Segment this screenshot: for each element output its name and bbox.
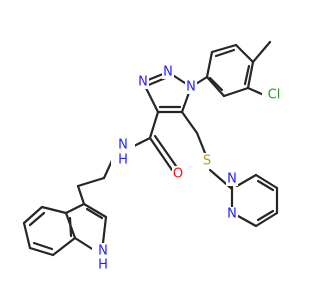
bond-c6-c5 [254, 173, 279, 190]
molecule-structure: N N N Cl S N H O [0, 0, 300, 300]
bond-c5-ch2 [180, 110, 199, 135]
pyrimidine-n1-text: N [227, 172, 237, 187]
bond-c5-c6 [22, 221, 32, 250]
bond-ar6-ar1 [205, 75, 226, 98]
triazole-n1-label: N [185, 80, 197, 95]
bond-c7-c7a [51, 236, 77, 257]
bond-c2-n1 [101, 215, 108, 245]
carbonyl-o-text: O [173, 167, 183, 182]
background [0, 0, 300, 300]
sulfur-label: S [201, 153, 213, 169]
bond-c3a-c4 [40, 205, 68, 215]
bond-c3p-n3 [236, 214, 258, 228]
bond-ar2-ar3-inner [214, 48, 236, 58]
bond-c-cl [246, 86, 266, 97]
chlorine-label: Cl [262, 87, 286, 103]
bond-c6-c7 [28, 246, 55, 257]
amide-h-text: H [118, 153, 128, 168]
bond-c-o-inner [153, 134, 178, 168]
triazole-n2-text: N [163, 65, 173, 80]
bond-c4-c5 [22, 205, 44, 225]
bond-ar4-ar5 [246, 60, 255, 90]
pyrimidine-n3-label: N [226, 207, 238, 222]
indole-n-text: N [98, 244, 108, 259]
bond-c4p-c3p [254, 211, 279, 228]
bond-ar5-ar6 [222, 86, 250, 98]
amide-n-text: N [118, 138, 128, 153]
sulfur-text: S [203, 154, 211, 169]
bond-n1-c6 [235, 173, 258, 188]
amide-nh-label: N H [111, 138, 135, 168]
bond-ar2-ar3 [210, 43, 238, 54]
bond-c3-c2 [82, 202, 108, 219]
bond-ar6-ar1-inner [208, 76, 224, 92]
bond-c3-c2-inner [85, 207, 104, 220]
triazole-n2-label: N [162, 65, 174, 80]
indole-h-text: H [98, 258, 108, 273]
bond-c3a-c3 [64, 202, 86, 215]
bond-c6-c7-inner [32, 241, 54, 251]
bond-c6-c5-inner [256, 179, 275, 192]
atom-labels: N N N Cl S N H O [92, 65, 286, 273]
bond-methyl [251, 40, 272, 64]
bonds [22, 40, 279, 257]
triazole-n3-text: N [138, 75, 148, 90]
bond-ar1-ar2 [205, 50, 214, 79]
bond-c4-carbonyl [148, 110, 160, 140]
bond-c4-c5-inner [28, 211, 46, 227]
bond-c-o [148, 136, 174, 172]
bond-ar4-ar5-inner [243, 64, 251, 86]
carbonyl-o-label: O [172, 166, 185, 182]
bond-c3a-c7a-inner [68, 216, 73, 238]
bond-ch2-c3 [76, 184, 86, 206]
pyrimidine-n1-label: N [226, 172, 238, 187]
bond-ch2-s [195, 131, 207, 155]
triazole-n1-text: N [186, 80, 196, 95]
pyrimidine-n3-text: N [227, 207, 237, 222]
indole-nh-label: N H [92, 243, 114, 273]
chlorine-text: Cl [268, 88, 281, 103]
bond-c4p-c3p-inner [256, 209, 275, 222]
bond-ch2-ch2 [76, 176, 106, 188]
triazole-n3-label: N [137, 75, 149, 90]
bond-ar3-ar4 [234, 43, 255, 64]
